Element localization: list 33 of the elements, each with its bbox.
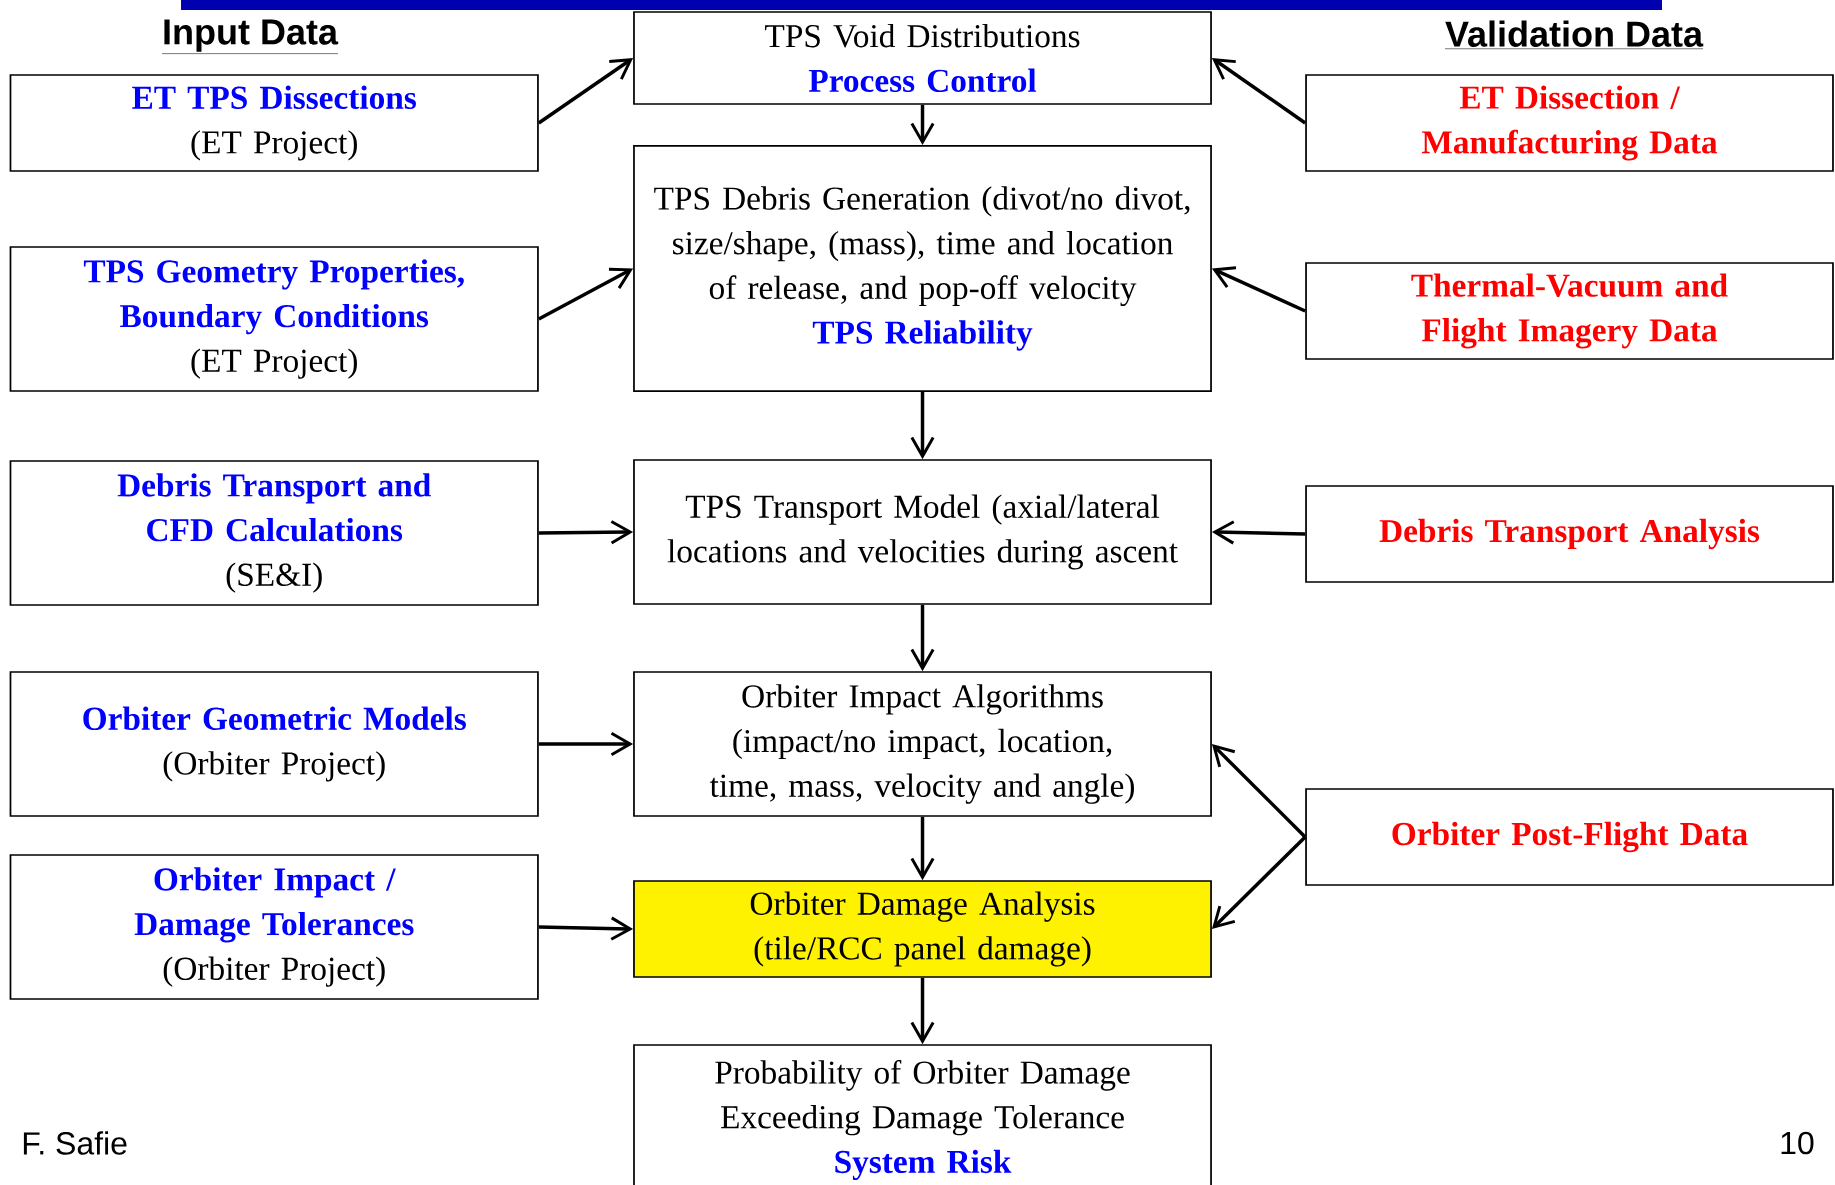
input-box: Orbiter Geometric Models (Orbiter Project) (9, 671, 539, 817)
process-box: TPS Transport Model (axial/lateral locations and velocities during ascent (633, 459, 1212, 605)
arrow (910, 104, 935, 146)
process-box: TPS Void Distributions Process Control (633, 11, 1212, 105)
arrow (910, 604, 935, 672)
validation-box: Thermal-Vacuum and Flight Imagery Data (1305, 262, 1834, 360)
arrow (538, 916, 634, 941)
validation-box: Debris Transport Analysis (1305, 485, 1834, 583)
input-box: Orbiter Impact / Damage Tolerances (Orbiter Project) (9, 854, 539, 1000)
input-box: Debris Transport and CFD Calculations (SE&I) (9, 460, 539, 606)
input-box: TPS Geometry Properties, Boundary Conditions (ET Project) (9, 246, 539, 392)
heading: Input Data (161, 19, 339, 54)
process-box: Probability of Orbiter Damage Exceeding Damage Tolerance System Risk (633, 1044, 1212, 1185)
author-name: F. Safie (23, 1131, 127, 1155)
process-box: TPS Debris Generation (divot/no divot, size/shape, (mass), time and location of release, and pop-off velocity TPS Reliability (633, 145, 1212, 392)
arrow (910, 391, 935, 460)
page-number: 10 (1781, 1131, 1814, 1155)
input-box: ET TPS Dissections (ET Project) (9, 74, 539, 172)
arrow (1211, 835, 1307, 929)
validation-box: ET Dissection / Manufacturing Data (1305, 74, 1834, 172)
arrow (1211, 744, 1307, 839)
validation-box: Orbiter Post-Flight Data (1305, 788, 1834, 886)
arrow (538, 732, 634, 756)
arrow (537, 58, 634, 125)
process-box: Orbiter Damage Analysis (tile/RCC panel damage) (633, 880, 1212, 978)
arrow (910, 816, 935, 881)
arrow (1211, 266, 1306, 313)
process-box: Orbiter Impact Algorithms (impact/no impact, location, time, mass, velocity and angle) (633, 671, 1212, 817)
arrow (538, 520, 634, 545)
arrow (1211, 58, 1307, 125)
arrow (910, 977, 935, 1045)
arrow (538, 267, 634, 321)
arrow (1211, 520, 1306, 545)
